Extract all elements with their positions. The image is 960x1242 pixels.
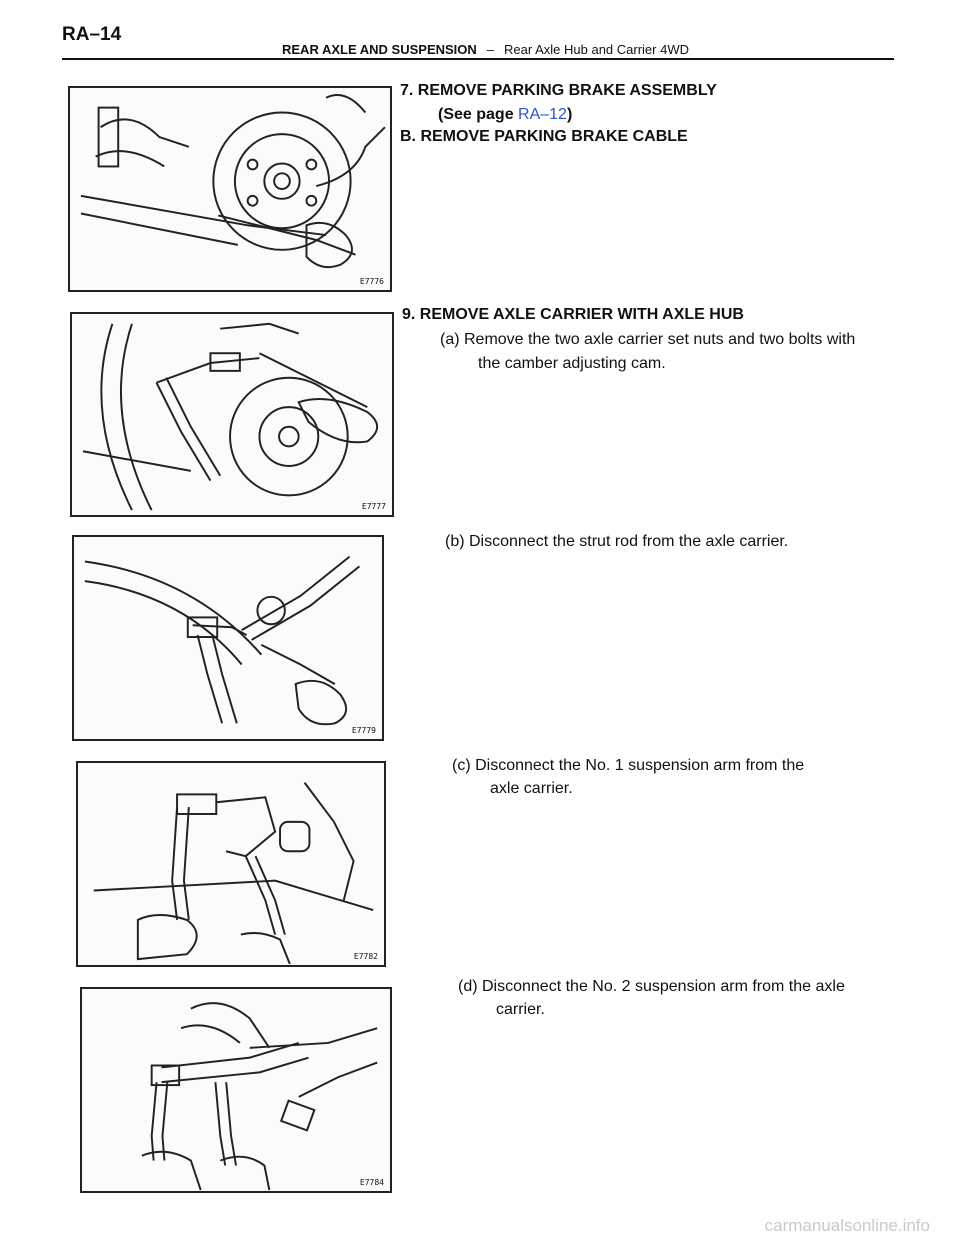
axle-carrier-illustration bbox=[82, 322, 379, 511]
strut-rod-illustration bbox=[84, 555, 361, 726]
section-title: REAR AXLE AND SUSPENSION bbox=[282, 42, 477, 57]
step-9b: (b) Disconnect the strut rod from the ax… bbox=[445, 533, 789, 550]
step-7-title: 7. REMOVE PARKING BRAKE ASSEMBLY bbox=[400, 82, 717, 99]
see-page-reference: (See page RA–12) bbox=[438, 106, 572, 124]
step-9d-line2: carrier. bbox=[496, 1001, 545, 1018]
running-header: REAR AXLE AND SUSPENSION–Rear Axle Hub a… bbox=[282, 42, 689, 57]
parking-brake-illustration bbox=[80, 94, 386, 269]
header-rule bbox=[62, 58, 894, 60]
figure-code: E7779 bbox=[351, 726, 376, 735]
header-separator: – bbox=[486, 42, 495, 57]
figure-suspension-arm-1: E7782 bbox=[76, 761, 386, 967]
step-9c-line1: (c) Disconnect the No. 1 suspension arm … bbox=[452, 757, 805, 774]
page-link-ra-12[interactable]: RA–12 bbox=[518, 106, 567, 123]
figure-axle-carrier-nuts: E7777 bbox=[70, 312, 394, 517]
subsection-title: Rear Axle Hub and Carrier 4WD bbox=[504, 42, 689, 57]
see-page-suffix: ) bbox=[566, 106, 573, 123]
step-9a-line1: (a) Remove the two axle carrier set nuts… bbox=[440, 331, 856, 348]
figure-code: E7782 bbox=[353, 952, 378, 961]
figure-code: E7784 bbox=[359, 1178, 384, 1187]
figure-code: E7777 bbox=[361, 502, 386, 511]
suspension-arm-1-illustration bbox=[93, 782, 374, 965]
step-9c-line2: axle carrier. bbox=[490, 780, 573, 797]
figure-suspension-arm-2: E7784 bbox=[80, 987, 392, 1193]
watermark: carmanualsonline.info bbox=[764, 1216, 930, 1235]
step-9-title: 9. REMOVE AXLE CARRIER WITH AXLE HUB bbox=[402, 306, 744, 323]
see-page-prefix: (See page bbox=[438, 106, 519, 123]
figure-code: E7776 bbox=[359, 277, 384, 286]
figure-strut-rod: E7779 bbox=[72, 535, 384, 741]
figure-parking-brake: E7776 bbox=[68, 86, 392, 292]
step-9a-line2: the camber adjusting cam. bbox=[478, 355, 666, 372]
step-8-title: B. REMOVE PARKING BRAKE CABLE bbox=[400, 128, 688, 145]
page-number: RA–14 bbox=[62, 24, 122, 45]
suspension-arm-2-illustration bbox=[141, 1002, 378, 1191]
step-9d-line1: (d) Disconnect the No. 2 suspension arm … bbox=[458, 978, 845, 995]
